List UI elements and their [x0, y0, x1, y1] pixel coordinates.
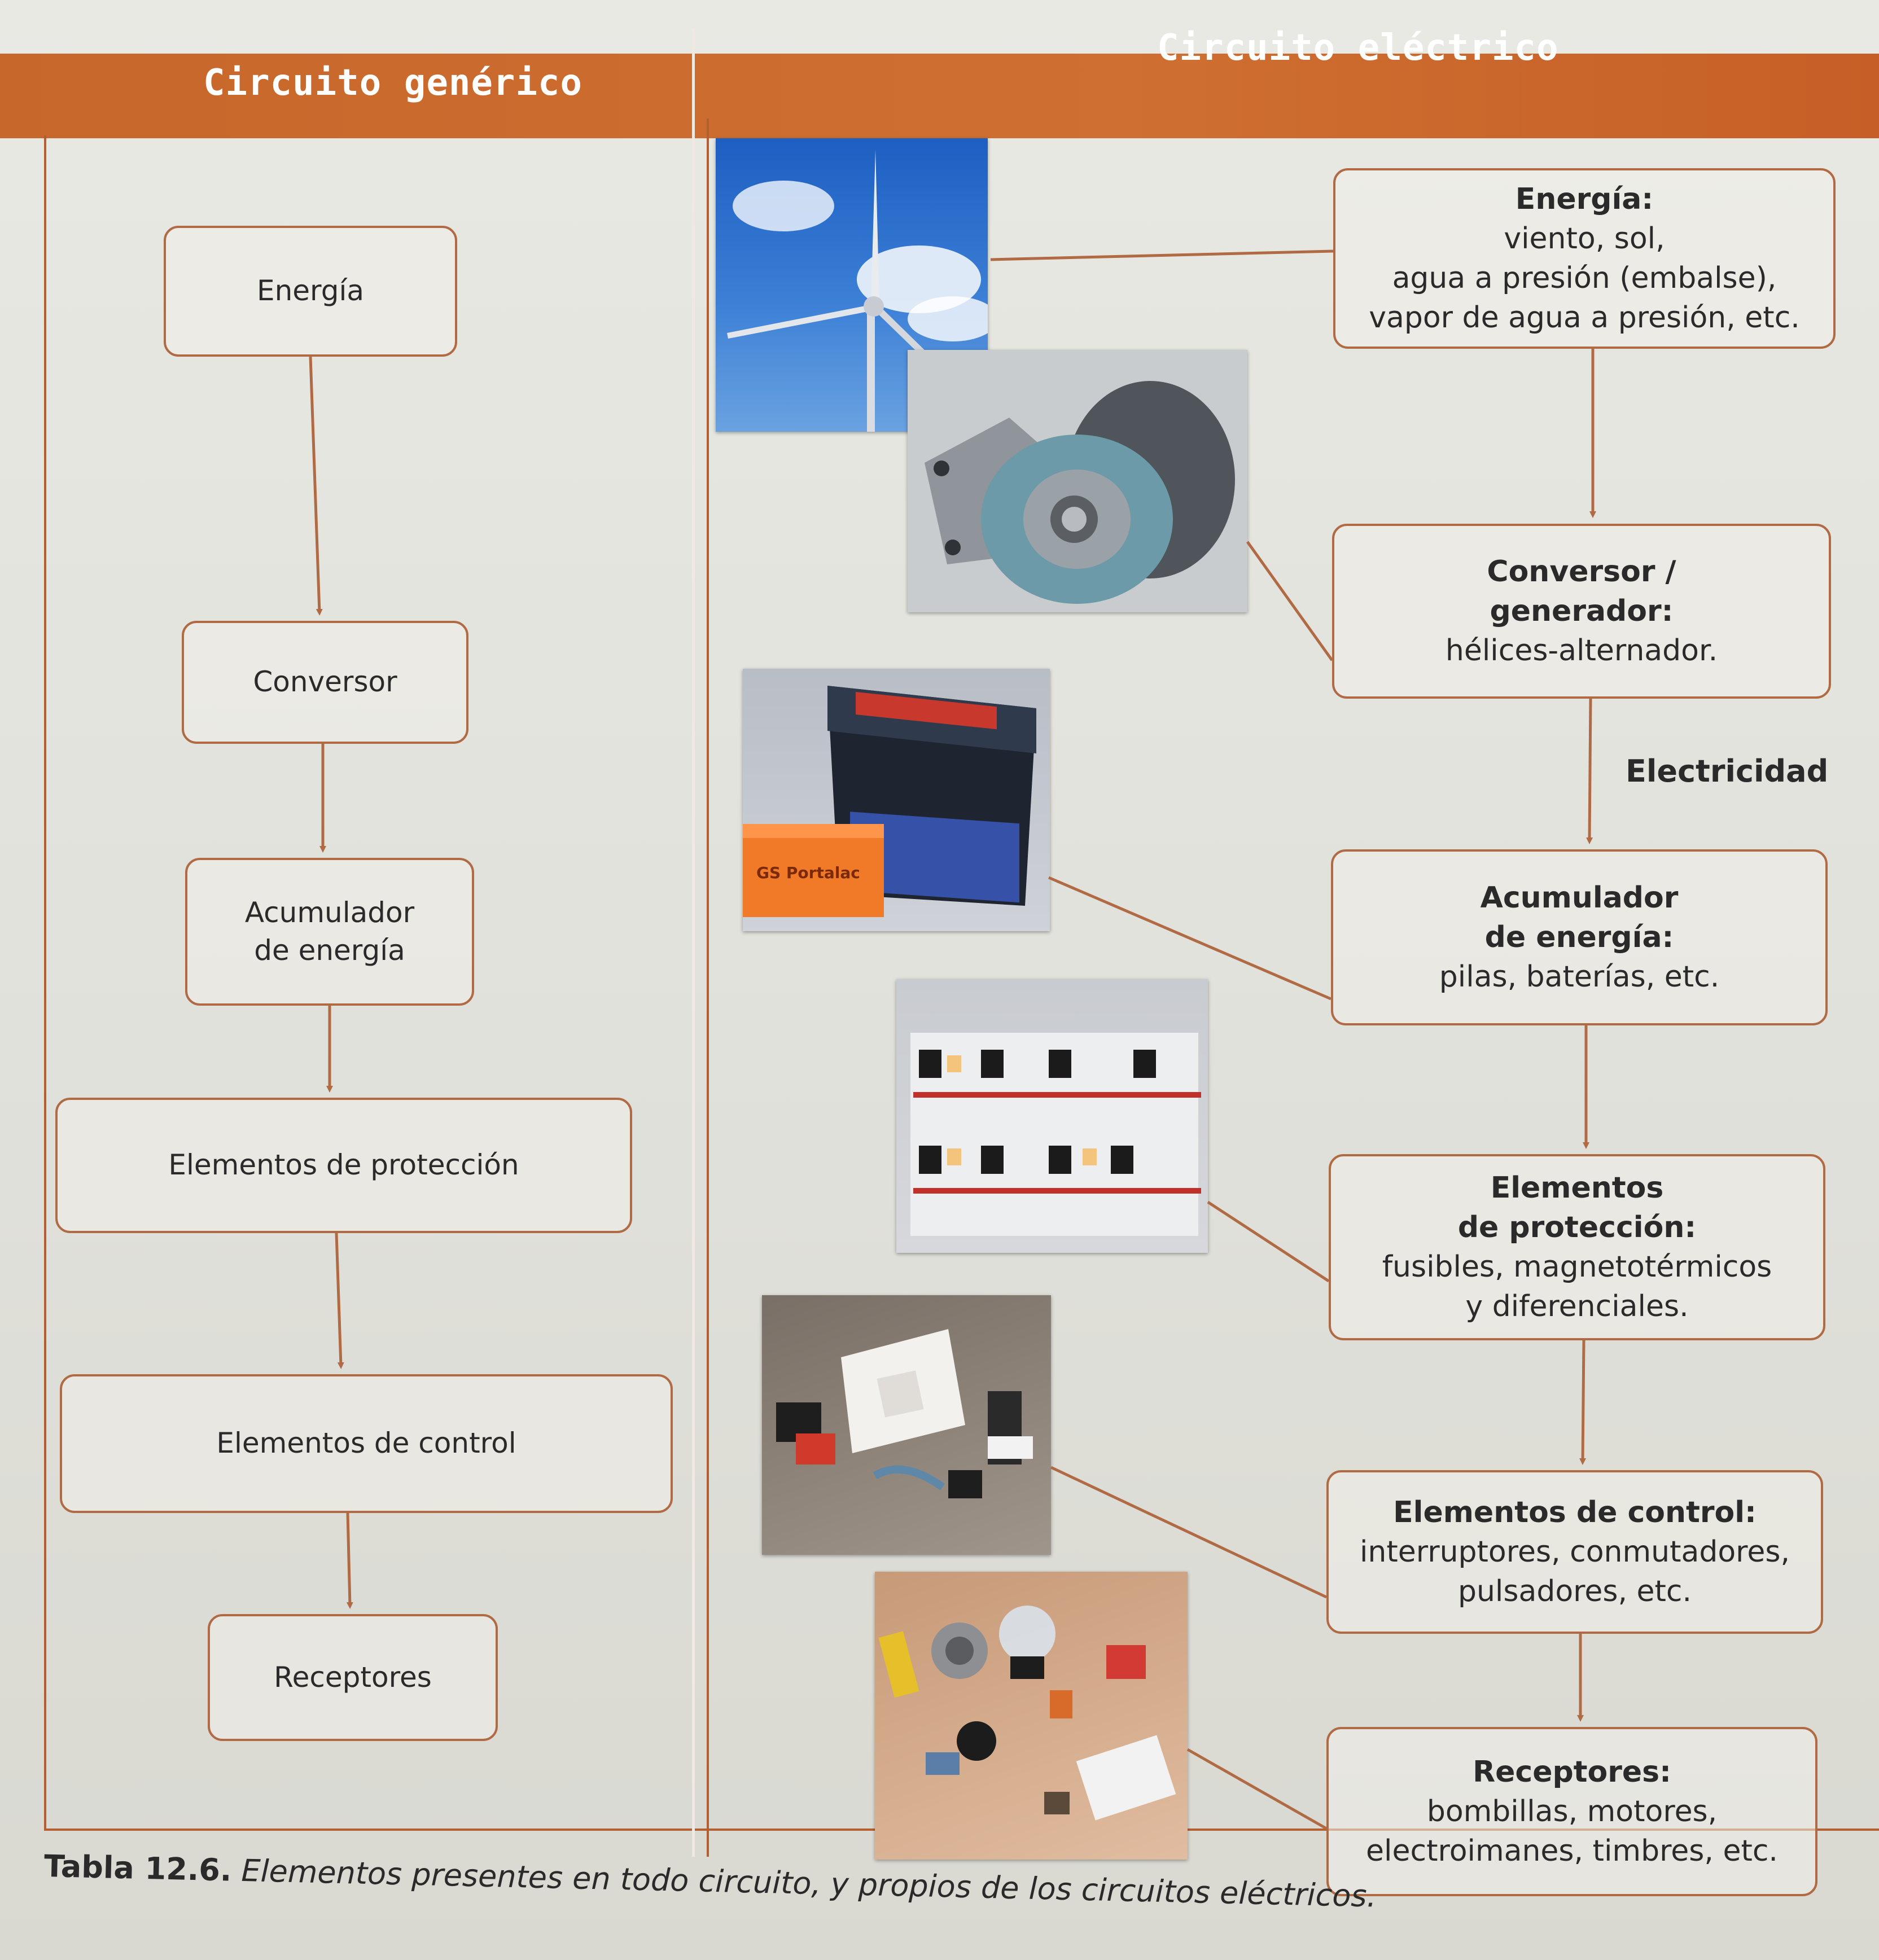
generic-box-label: Elementos de protección: [168, 1148, 519, 1182]
battery-photo: GS Portalac: [743, 669, 1050, 931]
generic-box-label: Conversor: [253, 665, 397, 699]
circuit-breakers-icon: [910, 1033, 1201, 1236]
generic-box-acumulador: Acumulador de energía: [185, 858, 474, 1006]
breakers-photo: [896, 979, 1208, 1253]
alternator-icon: [925, 381, 1235, 604]
header-divider: [692, 28, 695, 1857]
electric-box-title: Energía:: [1515, 182, 1654, 216]
generic-column-title: Circuito genérico: [203, 62, 583, 104]
generic-box-label: Receptores: [274, 1660, 432, 1694]
electric-box-control: Elementos de control: interruptores, conm…: [1326, 1470, 1823, 1634]
receptors-photo: [875, 1572, 1188, 1860]
generic-box-conversor: Conversor: [182, 621, 468, 744]
battery-icon: [743, 686, 1036, 917]
electric-box-receptores: Receptores: bombillas, motores, electroim…: [1326, 1727, 1817, 1896]
battery-brand-label: GS Portalac: [756, 863, 860, 882]
column-divider: [707, 119, 709, 1857]
electric-box-energia: Energía: viento, sol, agua a presión (emb…: [1333, 168, 1836, 349]
electric-box-desc: pilas, baterías, etc.: [1439, 960, 1720, 994]
electric-box-title: Elementos de protección:: [1457, 1170, 1697, 1244]
caption-number: Tabla 12.6.: [43, 1848, 233, 1888]
electric-box-desc: fusibles, magnetotérmicos y diferenciale…: [1382, 1250, 1772, 1324]
electric-box-title: Acumulador de energía:: [1480, 880, 1679, 954]
generic-box-control: Elementos de control: [60, 1374, 673, 1513]
electricidad-label: Electricidad: [1626, 753, 1829, 789]
generic-box-label: Elementos de control: [216, 1427, 516, 1460]
wind-turbine-icon: [727, 150, 988, 432]
electric-box-conversor: Conversor / generador: hélices-alternador…: [1332, 524, 1831, 699]
switches-icon: [776, 1329, 1033, 1498]
receptors-icon: [878, 1606, 1176, 1821]
electric-box-title: Elementos de control:: [1393, 1495, 1757, 1529]
electric-box-title: Conversor / generador:: [1487, 554, 1676, 628]
electric-box-title: Receptores:: [1473, 1755, 1671, 1789]
electric-box-desc: bombillas, motores, electroimanes, timbr…: [1366, 1794, 1778, 1869]
electric-box-desc: hélices-alternador.: [1445, 634, 1718, 668]
electric-column-title: Circuito eléctrico: [1157, 27, 1559, 69]
generic-box-receptores: Receptores: [208, 1614, 498, 1741]
switches-photo: [762, 1295, 1051, 1555]
generic-box-proteccion: Elementos de protección: [55, 1098, 632, 1233]
electric-box-desc: interruptores, conmutadores, pulsadores,…: [1359, 1534, 1790, 1609]
electric-box-proteccion: Elementos de protección:fusibles, magnet…: [1329, 1154, 1825, 1340]
generic-box-label: Energía: [257, 274, 364, 308]
electric-box-desc: viento, sol, agua a presión (embalse), v…: [1369, 221, 1800, 335]
electric-box-acumulador: Acumulador de energía: pilas, baterías, e…: [1331, 849, 1828, 1025]
alternator-photo: [908, 350, 1247, 612]
table-header-bar: [0, 54, 1879, 138]
generic-box-label: Acumulador de energía: [244, 896, 415, 967]
generic-box-energia: Energía: [164, 226, 457, 357]
